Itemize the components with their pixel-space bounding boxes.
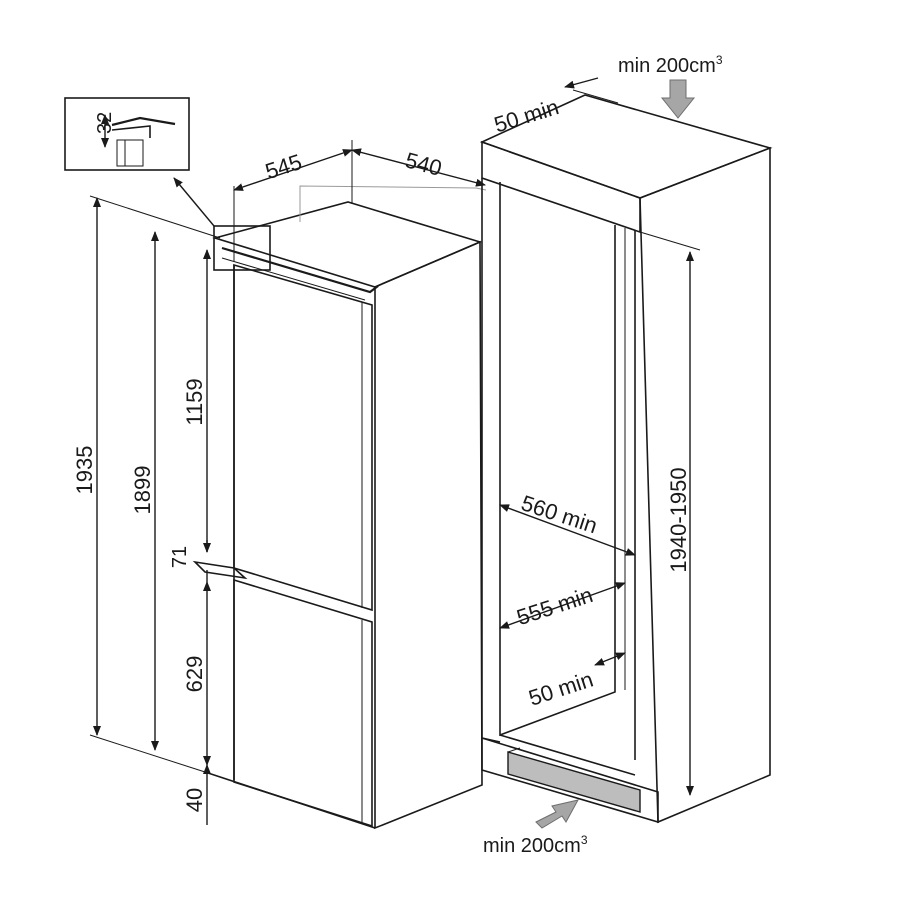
label-niche-depth: 560 min — [518, 490, 600, 538]
appliance-drawing: 545 540 32 1935 1899 1159 71 629 40 — [64, 97, 487, 830]
top-vent-arrow — [660, 79, 696, 119]
dim-line-niche-depth — [499, 504, 636, 556]
callout-arrow — [173, 177, 215, 227]
dim-line-545 — [233, 149, 353, 191]
label-71: 71 — [169, 546, 191, 568]
lower-door — [233, 578, 373, 828]
label-40: 40 — [182, 788, 207, 812]
bottom-vent-arrow — [535, 799, 579, 829]
niche-drawing: 50 min min 200cm3 1940-1950 560 min 555 … — [479, 53, 773, 857]
label-bottom-vent: min 200cm3 — [483, 833, 588, 857]
detail-focus-box — [213, 225, 271, 271]
label-1899: 1899 — [130, 466, 155, 515]
dim-line-niche-width — [499, 582, 626, 629]
niche-top-front — [481, 140, 641, 234]
label-540: 540 — [403, 147, 445, 181]
dim-line-540 — [351, 148, 486, 187]
label-back-clearance: 50 min — [526, 667, 597, 711]
niche-side-panel — [639, 146, 771, 824]
label-1935: 1935 — [72, 446, 97, 495]
label-629: 629 — [182, 656, 207, 693]
detail-inset: 32 — [94, 112, 176, 167]
label-niche-width: 555 min — [514, 582, 596, 630]
upper-door — [233, 263, 373, 612]
label-top-clearance: 50 min — [491, 94, 561, 137]
bottom-vent-grille — [507, 751, 641, 813]
door-handle — [192, 560, 248, 580]
appliance-side-panel — [374, 240, 483, 830]
dim-line-back-clearance — [594, 652, 626, 666]
label-niche-height: 1940-1950 — [666, 467, 691, 572]
label-top-vent: min 200cm3 — [618, 53, 723, 77]
label-32: 32 — [94, 112, 116, 134]
label-1159: 1159 — [182, 378, 207, 425]
label-545: 545 — [262, 149, 305, 184]
appliance-top-face — [212, 201, 483, 288]
detail-callout-box — [64, 97, 190, 171]
